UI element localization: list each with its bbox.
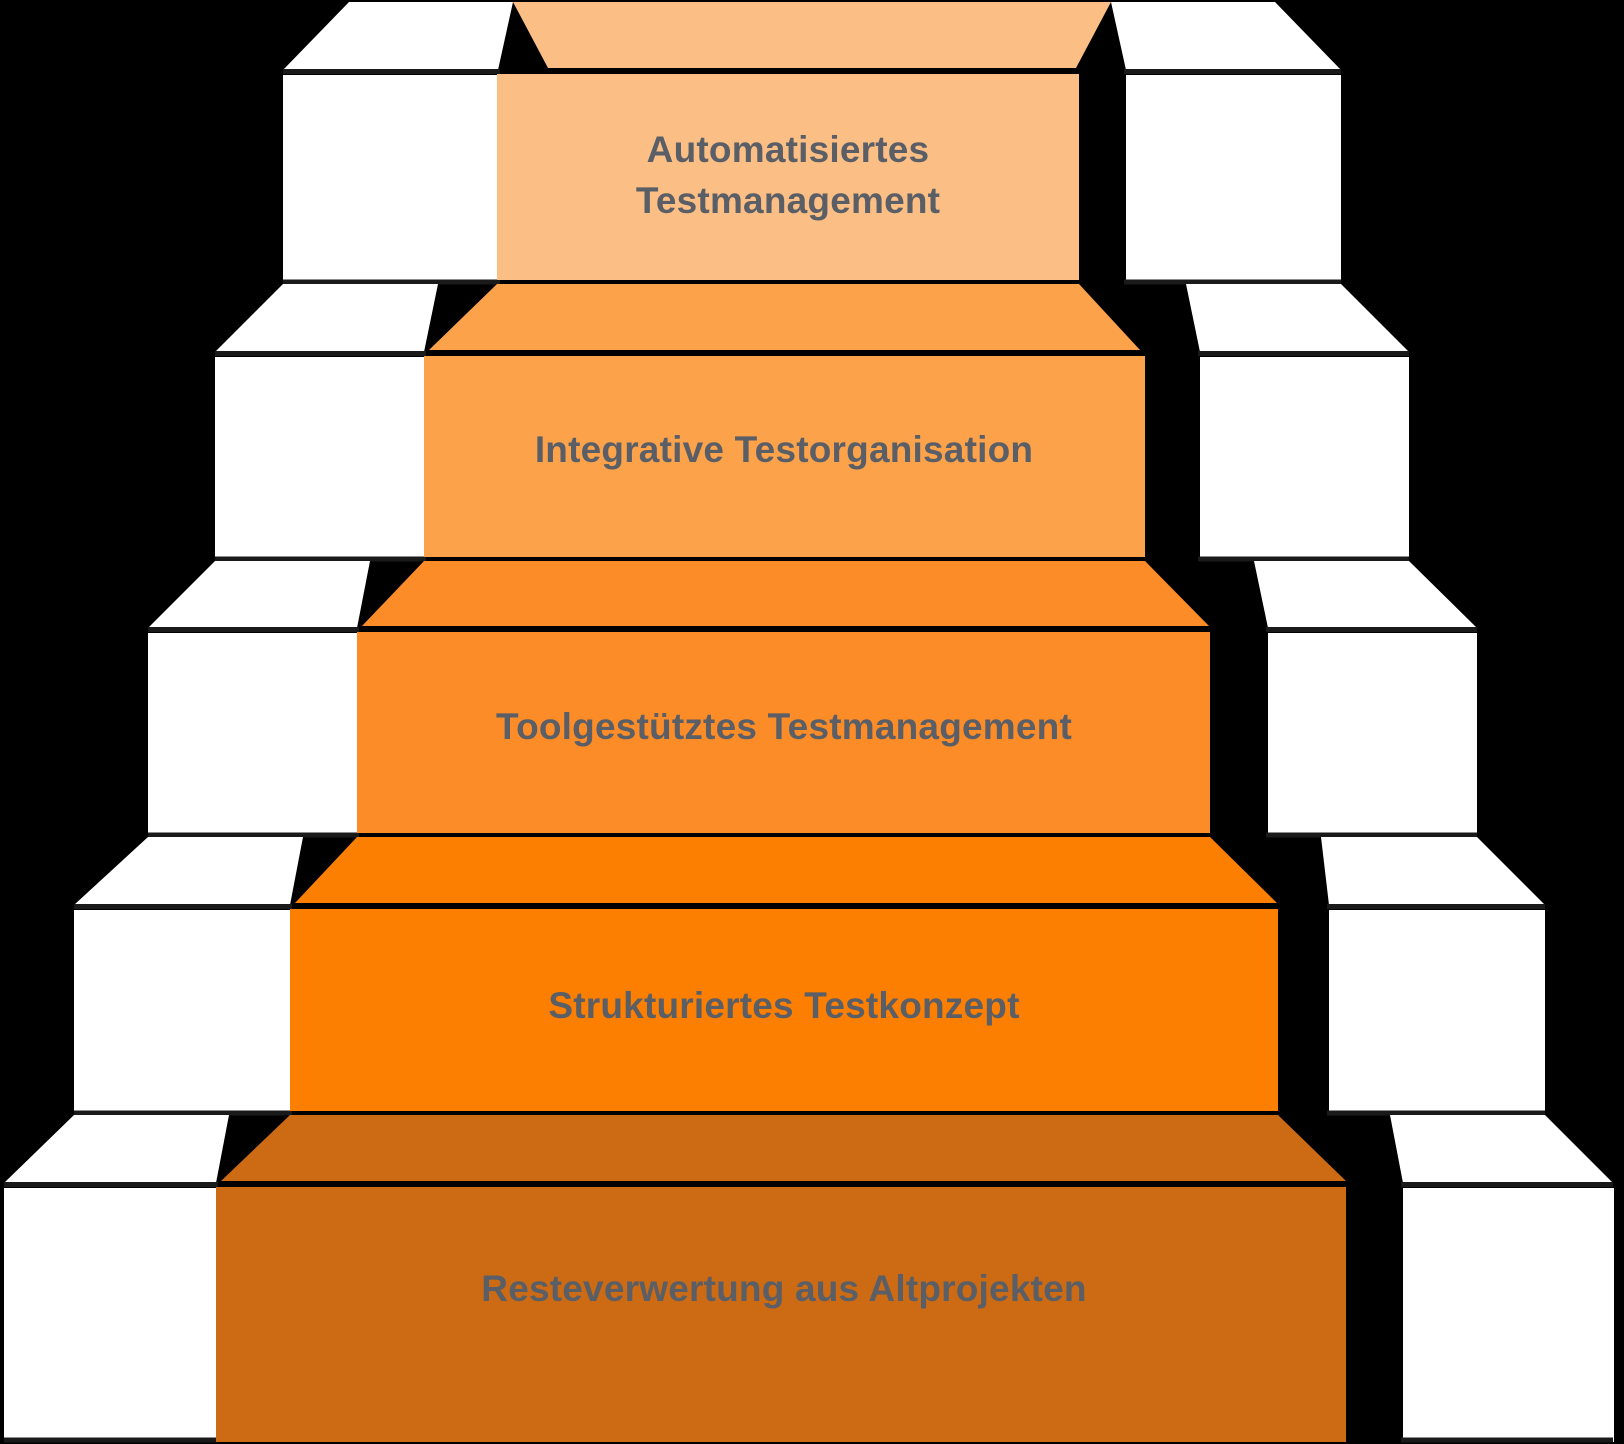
tier-1-label: Resteverwertung aus Altprojekten xyxy=(481,1268,1086,1309)
tier-3-right-wing-face xyxy=(1268,633,1477,833)
tier-5-face xyxy=(497,74,1079,280)
tier-5-bevel xyxy=(513,2,1111,68)
tier-1-right-wing-bevel xyxy=(1390,1115,1613,1183)
tier-5-left-wing-bevel xyxy=(283,2,513,70)
tier-2-right-wing-face xyxy=(1329,910,1545,1111)
step-tier-3[interactable]: Toolgestütztes Testmanagement xyxy=(148,561,1477,838)
tier-4-label: Integrative Testorganisation xyxy=(535,429,1033,470)
tier-4-bevel xyxy=(429,284,1140,350)
tier-3-left-wing-bevel xyxy=(148,561,370,628)
tier-2-left-wing-face xyxy=(74,910,290,1111)
tier-3-label: Toolgestütztes Testmanagement xyxy=(496,706,1072,747)
tier-4-left-wing-bevel xyxy=(215,284,438,352)
tier-2-face xyxy=(290,909,1278,1111)
tier-1-face xyxy=(216,1187,1346,1442)
tier-2-left-wing-bevel xyxy=(74,837,303,905)
tier-1-right-wing-face xyxy=(1403,1188,1614,1442)
tier-1-left-wing-bevel xyxy=(4,1115,229,1183)
step-tier-5[interactable]: Automatisiertes Testmanagement xyxy=(283,2,1341,285)
tier-3-left-wing-face xyxy=(148,633,357,833)
tier-4-face xyxy=(424,356,1145,557)
tier-3-right-wing-bevel xyxy=(1254,561,1477,628)
tier-3-face xyxy=(357,632,1210,833)
tier-1-bevel xyxy=(221,1115,1346,1181)
tier-4-left-wing-face xyxy=(215,357,424,557)
tier-1-left-wing-face xyxy=(4,1188,216,1442)
tier-3-bevel xyxy=(362,561,1209,626)
step-tier-1[interactable]: Resteverwertung aus Altprojekten xyxy=(4,1115,1614,1443)
tier-5-left-wing-face xyxy=(283,75,498,280)
tier-4-right-wing-face xyxy=(1200,357,1409,557)
tier-2-label: Strukturiertes Testkonzept xyxy=(548,985,1019,1026)
tier-4-right-wing-bevel xyxy=(1186,284,1409,352)
tier-2-bevel xyxy=(295,837,1277,903)
tier-5-right-wing-bevel xyxy=(1111,2,1341,70)
step-tier-4[interactable]: Integrative Testorganisation xyxy=(215,284,1409,562)
tier-2-right-wing-bevel xyxy=(1321,837,1545,905)
step-tier-2[interactable]: Strukturiertes Testkonzept xyxy=(74,837,1545,1116)
tier-5-right-wing-face xyxy=(1126,75,1341,280)
tier-5-label-line1: Automatisiertes xyxy=(647,129,930,170)
tier-5-label-line2: Testmanagement xyxy=(636,180,940,221)
